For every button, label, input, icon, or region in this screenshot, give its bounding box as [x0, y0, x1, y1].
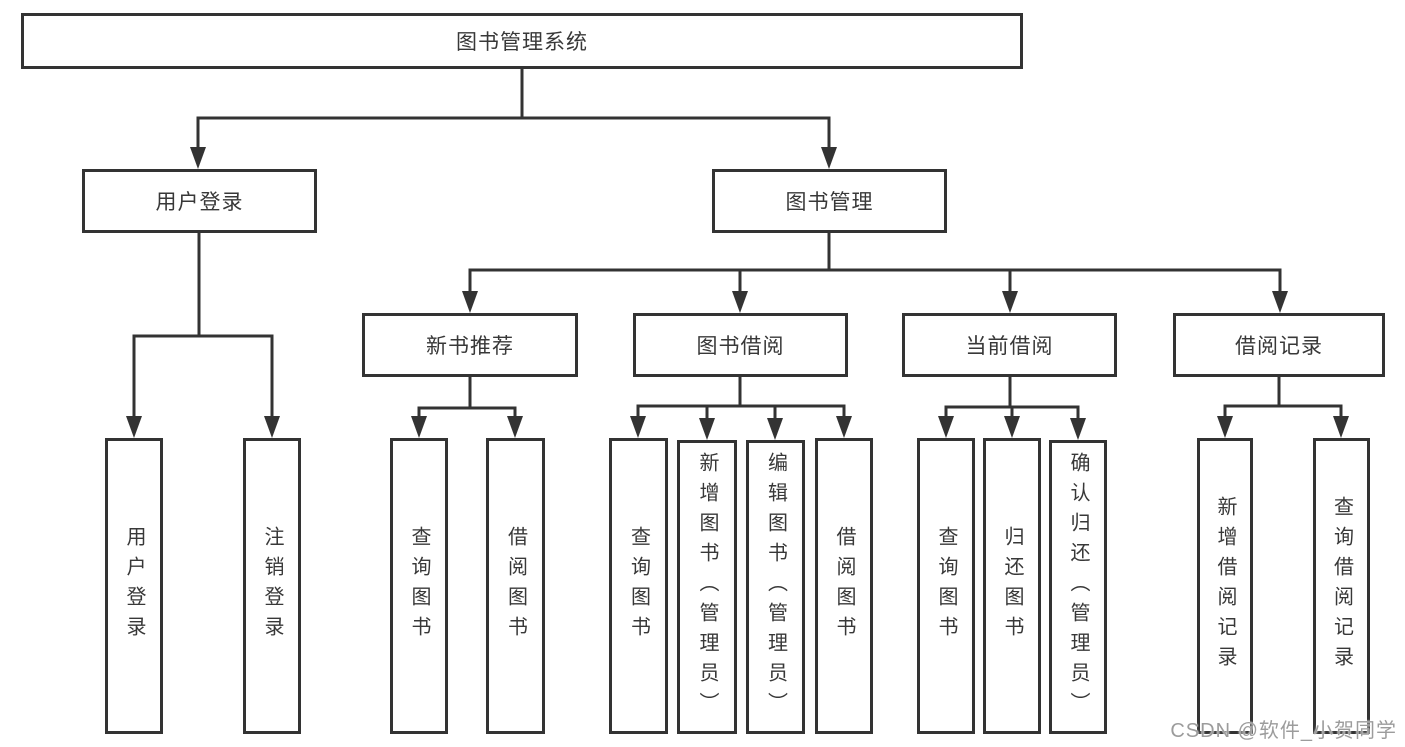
connector-root-to-level2	[190, 67, 837, 169]
node-query-borrow-record: 查询借阅记录	[1313, 438, 1370, 734]
node-label: 编辑图书（管理员）	[764, 452, 787, 722]
node-label: 注销登录	[261, 526, 283, 646]
node-label: 用户登录	[155, 191, 244, 214]
node-label: 用户登录	[123, 526, 145, 646]
node-user-login: 用户登录	[82, 169, 317, 233]
node-label: 新增图书（管理员）	[696, 452, 718, 722]
node-book-borrow: 图书借阅	[633, 313, 848, 377]
node-query-books-borrow: 查询图书	[609, 438, 668, 734]
node-new-book-recommend: 新书推荐	[362, 313, 578, 377]
node-borrow-records: 借阅记录	[1173, 313, 1385, 377]
node-add-book-admin: 新增图书（管理员）	[677, 440, 737, 734]
node-query-books-current: 查询图书	[917, 438, 975, 734]
node-label: 借阅图书	[504, 526, 527, 646]
node-label: 借阅图书	[833, 526, 855, 646]
connector-user-login-to-leaves	[126, 231, 280, 438]
node-borrow-books: 借阅图书	[815, 438, 873, 734]
node-label: 新增借阅记录	[1214, 496, 1236, 676]
node-label: 查询图书	[935, 526, 957, 646]
node-label: 查询借阅记录	[1330, 496, 1353, 676]
node-label: 查询图书	[408, 526, 430, 646]
node-book-management: 图书管理	[712, 169, 947, 233]
node-label: 图书管理	[785, 191, 874, 214]
node-user-login-action: 用户登录	[105, 438, 163, 734]
connector-current-borrow-to-leaves	[938, 375, 1086, 440]
connector-book-borrow-to-leaves	[630, 375, 852, 440]
node-label: 借阅记录	[1235, 335, 1323, 358]
node-label: 新书推荐	[426, 335, 514, 358]
node-label: 归还图书	[1001, 526, 1023, 646]
node-query-books-recommend: 查询图书	[390, 438, 448, 734]
csdn-watermark: CSDN @软件_小贺同学	[1170, 720, 1397, 742]
node-label: 查询图书	[627, 526, 650, 646]
node-edit-book-admin: 编辑图书（管理员）	[746, 440, 805, 734]
connector-new-book-to-leaves	[411, 375, 523, 438]
node-library-system: 图书管理系统	[21, 13, 1023, 69]
connector-borrow-records-to-leaves	[1217, 375, 1349, 438]
node-label: 图书管理系统	[456, 31, 588, 54]
node-add-borrow-record: 新增借阅记录	[1197, 438, 1253, 734]
node-label: 图书借阅	[696, 335, 785, 358]
node-current-borrow: 当前借阅	[902, 313, 1117, 377]
node-logout-action: 注销登录	[243, 438, 301, 734]
node-return-books: 归还图书	[983, 438, 1041, 734]
node-label: 确认归还（管理员）	[1067, 452, 1089, 722]
connector-book-management-to-level3	[462, 230, 1288, 313]
node-confirm-return-admin: 确认归还（管理员）	[1049, 440, 1107, 734]
node-borrow-books-recommend: 借阅图书	[486, 438, 545, 734]
node-label: 当前借阅	[965, 335, 1054, 358]
